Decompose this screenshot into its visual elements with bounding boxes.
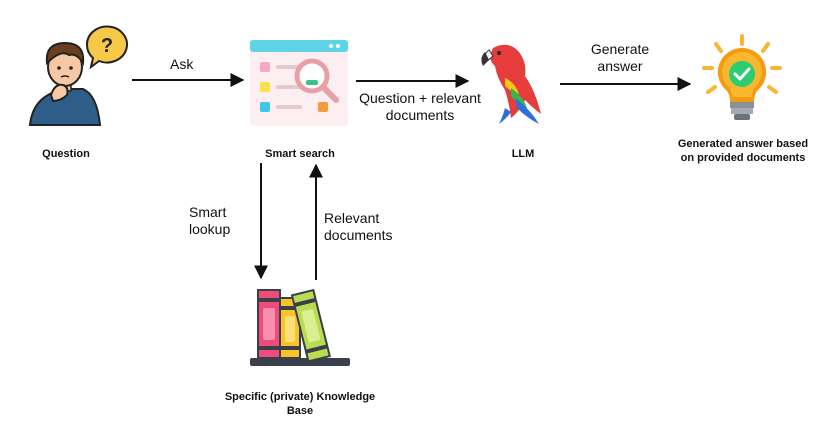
smart-lookup-edge-label-line-2: lookup [189,221,231,237]
ask-edge-label: Ask [170,56,194,72]
relevant-documents-edge-label-line-2: documents [324,227,393,243]
relevant-documents-edge-label-line-1: Relevant [324,210,380,226]
question-label: Question [42,148,90,160]
question-documents-edge-label-line-1: Question + relevant [359,90,481,106]
generated-answer-label: Generated answer based on provided docum… [660,137,826,165]
svg-text:?: ? [101,35,113,57]
knowledge-base-label: Specific (private) Knowledge Base [213,390,387,418]
lightbulb-check-icon [702,34,782,120]
smart-search-label: Smart search [265,148,335,160]
thinking-person-icon: ? [28,25,128,126]
question-documents-edge-label: Question + relevant documents [355,90,485,124]
generated-answer-label-line-2: on provided documents [680,152,806,164]
llm-label: LLM [511,148,535,160]
books-icon [250,288,350,366]
smart-lookup-edge-label-line-1: Smart [189,204,227,220]
knowledge-base-label-line-2: Base [286,405,314,417]
generate-answer-edge-label-line-1: Generate [590,41,650,57]
relevant-documents-edge-label: Relevant documents [324,210,392,244]
knowledge-base-label-line-1: Specific (private) Knowledge [224,391,376,403]
generate-answer-edge-label-line-2: answer [597,58,643,74]
question-documents-edge-label-line-2: documents [385,107,455,123]
parrot-icon [481,44,541,124]
generate-answer-edge-label: Generate answer [578,41,662,75]
generated-answer-label-line-1: Generated answer based [677,138,809,150]
smart-lookup-edge-label: Smart lookup [189,204,230,238]
search-window-icon [250,40,348,126]
